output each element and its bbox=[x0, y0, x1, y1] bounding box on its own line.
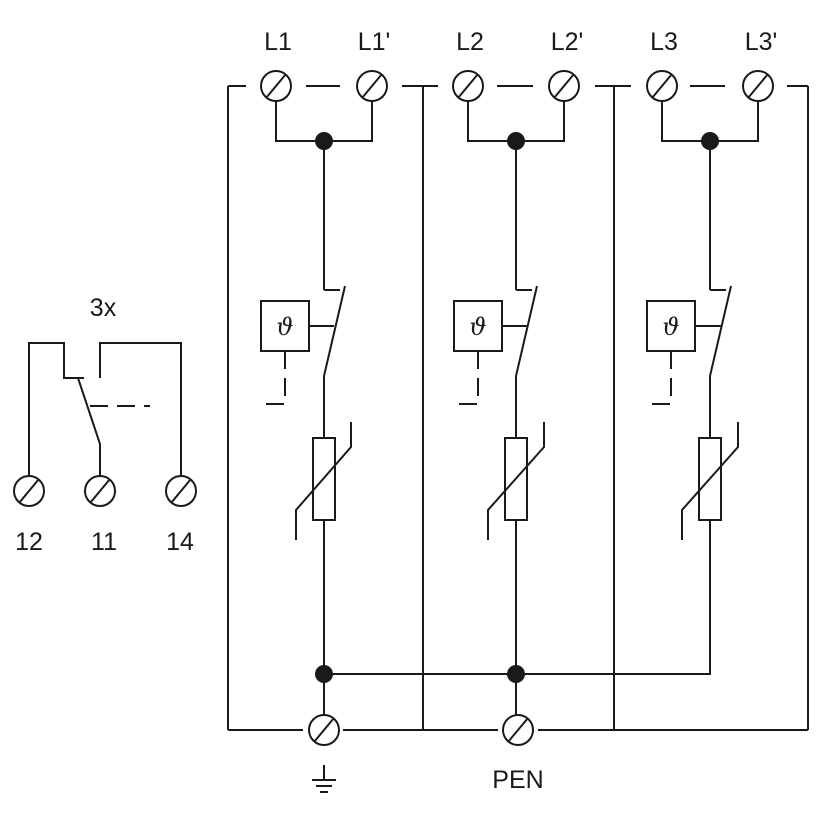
terminal-l1 bbox=[260, 70, 292, 102]
label-l3-prime: L3' bbox=[745, 28, 778, 56]
thermal-symbol: ϑ bbox=[662, 313, 679, 341]
phase-1-branch: L1 L1' ϑ bbox=[258, 28, 390, 716]
thermal-trip-box bbox=[260, 300, 310, 352]
phase-3-branch: L3 L3' ϑ bbox=[324, 28, 778, 675]
terminal-l2-prime bbox=[548, 70, 580, 102]
phase-2-branch: L2 L2' ϑ bbox=[451, 28, 583, 716]
label-l1: L1 bbox=[264, 28, 292, 56]
terminal-pe bbox=[308, 714, 340, 746]
label-12: 12 bbox=[15, 528, 43, 556]
ground-terminals: PEN bbox=[308, 714, 544, 794]
label-l2-prime: L2' bbox=[551, 28, 584, 56]
label-l2: L2 bbox=[456, 28, 484, 56]
label-l3: L3 bbox=[650, 28, 678, 56]
terminal-pen bbox=[502, 714, 534, 746]
terminal-l1-prime bbox=[356, 70, 388, 102]
label-14: 14 bbox=[166, 528, 194, 556]
thermal-symbol: ϑ bbox=[276, 313, 293, 341]
label-pen: PEN bbox=[492, 766, 543, 794]
terminal-l3-prime bbox=[742, 70, 774, 102]
terminal-l3 bbox=[646, 70, 678, 102]
terminal-14 bbox=[165, 475, 197, 507]
aux-contact: 3x 12 11 14 bbox=[13, 294, 197, 556]
aux-multiplier: 3x bbox=[90, 294, 117, 322]
terminal-12 bbox=[13, 475, 45, 507]
thermal-symbol: ϑ bbox=[469, 313, 486, 341]
thermal-trip-box bbox=[453, 300, 503, 352]
label-l1-prime: L1' bbox=[358, 28, 391, 56]
terminal-11 bbox=[84, 475, 116, 507]
label-11: 11 bbox=[91, 528, 117, 556]
enclosure-frame bbox=[227, 85, 809, 731]
terminal-l2 bbox=[452, 70, 484, 102]
earth-icon bbox=[312, 765, 336, 793]
